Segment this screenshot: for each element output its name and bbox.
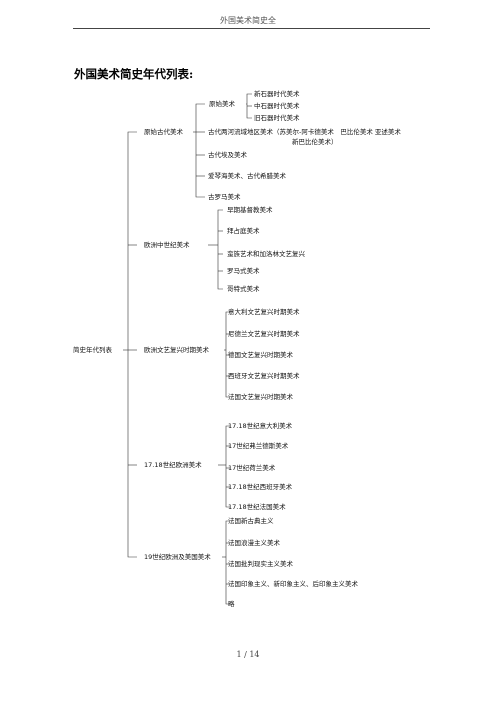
- header-rule: [73, 28, 430, 29]
- mesopotamia-art-cont: 新巴比伦美术）: [292, 138, 338, 146]
- era-medieval: 欧洲中世纪美术: [144, 241, 190, 249]
- list-item: 蛮族艺术和加洛林文艺复兴: [227, 250, 305, 258]
- era-renaissance: 欧洲文艺复兴时期美术: [144, 346, 209, 354]
- list-item: 意大利文艺复兴时期美术: [228, 308, 300, 316]
- list-item: 法国印象主义、新印象主义、后印象主义美术: [228, 580, 358, 588]
- aegean-greek-art: 爱琴海美术、古代希腊美术: [208, 172, 286, 180]
- list-item: 拜占庭美术: [227, 227, 260, 235]
- era-19-century: 19世纪欧洲及美国美术: [144, 553, 211, 561]
- list-item: 17世纪弗兰德斯美术: [228, 442, 289, 450]
- list-item: 法国文艺复兴时期美术: [228, 393, 293, 401]
- mesopotamia-art: 古代两河流域地区美术（苏美尔-阿卡德美术 巴比伦美术 亚述美术: [208, 128, 401, 136]
- root-label: 简史年代列表: [73, 346, 112, 354]
- list-item: 法国新古典主义: [228, 517, 274, 525]
- list-item: 西班牙文艺复兴时期美术: [228, 372, 300, 380]
- list-item: 略: [228, 600, 235, 608]
- roman-art: 古罗马美术: [208, 193, 241, 201]
- era-17-18-century: 17.18世纪欧洲美术: [144, 461, 202, 469]
- list-item: 新石器时代美术: [254, 90, 300, 98]
- list-item: 法国批判现实主义美术: [228, 560, 293, 568]
- primitive-art: 原始美术: [209, 100, 235, 108]
- list-item: 中石器时代美术: [254, 102, 300, 110]
- list-item: 17.18世纪意大利美术: [228, 422, 293, 430]
- list-item: 罗马式美术: [227, 267, 260, 275]
- list-item: 早期基督教美术: [227, 206, 273, 214]
- list-item: 17世纪荷兰美术: [228, 464, 276, 472]
- list-item: 德国文艺复兴时期美术: [228, 351, 293, 359]
- era-primitive-ancient: 原始古代美术: [144, 128, 183, 136]
- list-item: 17.18世纪西班牙美术: [228, 483, 293, 491]
- page-header: 外国美术简史全: [220, 16, 276, 25]
- list-item: 哥特式美术: [227, 285, 260, 293]
- list-item: 17.18世纪法国美术: [228, 503, 286, 511]
- document-title: 外国美术简史年代列表:: [74, 67, 194, 81]
- list-item: 尼德兰文艺复兴时期美术: [228, 330, 300, 338]
- page-number: 1 / 14: [236, 650, 260, 659]
- list-item: 法国浪漫主义美术: [228, 539, 280, 547]
- list-item: 旧石器时代美术: [254, 114, 300, 122]
- egypt-art: 古代埃及美术: [208, 151, 247, 159]
